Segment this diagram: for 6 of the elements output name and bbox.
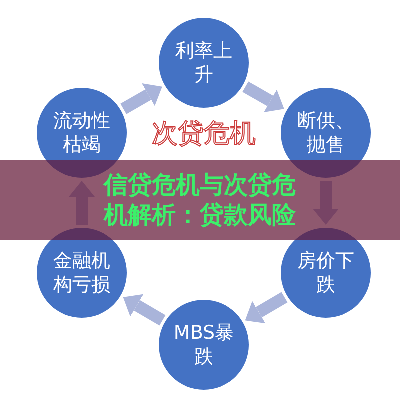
arrow <box>242 82 288 114</box>
step-circle: 利率上升 <box>159 18 249 108</box>
center-label: 次贷危机 <box>152 119 256 149</box>
title-banner: 信贷危机与次贷危机解析：贷款风险 <box>0 160 400 240</box>
step-circle: MBS暴跌 <box>159 300 249 390</box>
arrow <box>120 82 166 114</box>
